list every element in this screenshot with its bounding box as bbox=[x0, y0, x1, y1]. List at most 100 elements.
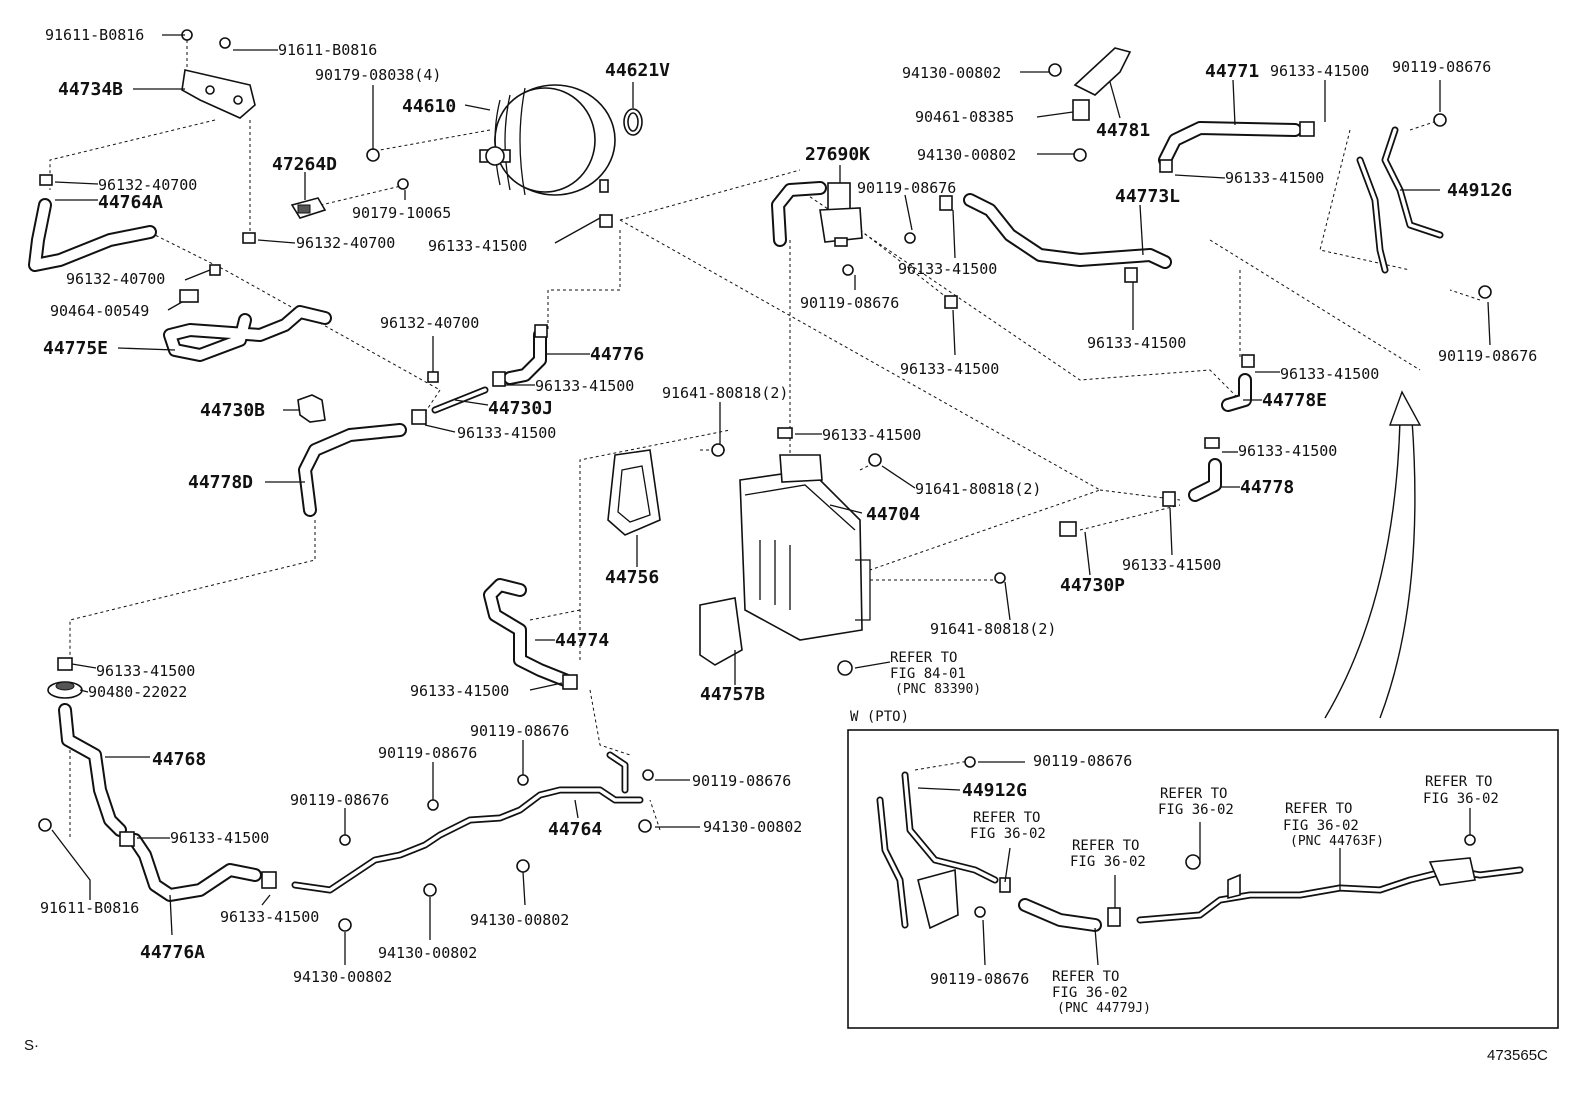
label-91641-80818: 91641-80818(2) bbox=[915, 480, 1041, 498]
label-44730b: 44730B bbox=[200, 400, 265, 421]
label-44776: 44776 bbox=[590, 344, 644, 365]
label-44778: 44778 bbox=[1240, 477, 1294, 498]
label-94130-00802: 94130-00802 bbox=[470, 911, 569, 929]
label-44756: 44756 bbox=[605, 567, 659, 588]
label-96133-41500: 96133-41500 bbox=[535, 377, 634, 395]
label-refer-fig: FIG 36-02 bbox=[1158, 802, 1234, 818]
inset-frame bbox=[847, 729, 1559, 1029]
label-90464-00549: 90464-00549 bbox=[50, 302, 149, 320]
label-96133-41500: 96133-41500 bbox=[96, 662, 195, 680]
label-96133-41500: 96133-41500 bbox=[822, 426, 921, 444]
bracket-44734b bbox=[181, 69, 256, 119]
clip-47264d bbox=[290, 197, 327, 219]
label-44778e: 44778E bbox=[1262, 390, 1327, 411]
label-96132-40700: 96132-40700 bbox=[98, 176, 197, 194]
label-refer-to: REFER TO bbox=[890, 650, 957, 666]
figure-code: 473565C bbox=[1487, 1047, 1548, 1064]
label-96133-41500: 96133-41500 bbox=[220, 908, 319, 926]
label-47264d: 47264D bbox=[272, 154, 337, 175]
part-44730b bbox=[297, 394, 326, 423]
footer-mark: S· bbox=[24, 1037, 39, 1054]
label-44734b: 44734B bbox=[58, 79, 123, 100]
gasket bbox=[623, 108, 643, 136]
label-94130-00802: 94130-00802 bbox=[917, 146, 1016, 164]
vsv-valve bbox=[819, 182, 863, 247]
bracket-44781 bbox=[1072, 47, 1132, 121]
label-refer-fig: FIG 36-02 bbox=[1052, 985, 1128, 1001]
label-91641-80818: 91641-80818(2) bbox=[930, 620, 1056, 638]
label-96133-41500: 96133-41500 bbox=[170, 829, 269, 847]
clamps-and-bolts bbox=[38, 29, 1492, 932]
label-94130-00802: 94130-00802 bbox=[293, 968, 392, 986]
label-96133-41500: 96133-41500 bbox=[898, 260, 997, 278]
inset-bracket bbox=[917, 857, 1476, 930]
label-44778d: 44778D bbox=[188, 472, 253, 493]
label-90119-08676: 90119-08676 bbox=[692, 772, 791, 790]
label-refer-to: REFER TO bbox=[1052, 969, 1119, 985]
label-refer-fig: FIG 36-02 bbox=[970, 826, 1046, 842]
label-90179-10065: 90179-10065 bbox=[352, 204, 451, 222]
vacuum-tank bbox=[739, 454, 871, 641]
label-90461-08385: 90461-08385 bbox=[915, 108, 1014, 126]
label-91611-b0816: 91611-B0816 bbox=[40, 899, 139, 917]
label-refer-pnc: (PNC 44779J) bbox=[1057, 1001, 1151, 1016]
label-90119-08676: 90119-08676 bbox=[930, 970, 1029, 988]
label-44757b: 44757B bbox=[700, 684, 765, 705]
label-44781: 44781 bbox=[1096, 120, 1150, 141]
label-refer-to: REFER TO bbox=[973, 810, 1040, 826]
label-44771: 44771 bbox=[1205, 61, 1259, 82]
label-44775e: 44775E bbox=[43, 338, 108, 359]
label-44764a: 44764A bbox=[98, 192, 163, 213]
assembly-dashed-lines bbox=[49, 40, 1481, 840]
label-44774: 44774 bbox=[555, 630, 609, 651]
label-90119-08676: 90119-08676 bbox=[1033, 752, 1132, 770]
label-44768: 44768 bbox=[152, 749, 206, 770]
leader-lines bbox=[51, 34, 1491, 966]
label-90480-22022: 90480-22022 bbox=[88, 683, 187, 701]
label-44776a: 44776A bbox=[140, 942, 205, 963]
label-44730p: 44730P bbox=[1060, 575, 1125, 596]
label-refer-to: REFER TO bbox=[1285, 801, 1352, 817]
label-91641-80818: 91641-80818(2) bbox=[662, 384, 788, 402]
label-96133-41500: 96133-41500 bbox=[1270, 62, 1369, 80]
label-refer-fig: FIG 84-01 bbox=[890, 666, 966, 682]
label-96132-40700: 96132-40700 bbox=[380, 314, 479, 332]
label-44621v: 44621V bbox=[605, 60, 670, 81]
label-96132-40700: 96132-40700 bbox=[66, 270, 165, 288]
brake-booster bbox=[479, 84, 616, 196]
label-90119-08676: 90119-08676 bbox=[857, 179, 956, 197]
label-90119-08676: 90119-08676 bbox=[290, 791, 389, 809]
inset-title: W (PTO) bbox=[850, 709, 909, 725]
label-44730j: 44730J bbox=[488, 398, 553, 419]
label-90119-08676: 90119-08676 bbox=[1392, 58, 1491, 76]
label-27690k: 27690K bbox=[805, 144, 870, 165]
label-96133-41500: 96133-41500 bbox=[1087, 334, 1186, 352]
label-96133-41500: 96133-41500 bbox=[1238, 442, 1337, 460]
label-refer-to: REFER TO bbox=[1072, 838, 1139, 854]
part-labels: 91611-B0816 91611-B0816 44734B 90179-080… bbox=[24, 26, 1548, 1064]
label-96133-41500: 96133-41500 bbox=[428, 237, 527, 255]
label-96133-41500: 96133-41500 bbox=[1122, 556, 1221, 574]
label-96133-41500: 96133-41500 bbox=[1225, 169, 1324, 187]
label-refer-fig: FIG 36-02 bbox=[1283, 818, 1359, 834]
label-90119-08676: 90119-08676 bbox=[470, 722, 569, 740]
label-94130-00802: 94130-00802 bbox=[703, 818, 802, 836]
label-44912g: 44912G bbox=[962, 780, 1027, 801]
label-96133-41500: 96133-41500 bbox=[410, 682, 509, 700]
label-44764: 44764 bbox=[548, 819, 602, 840]
label-94130-00802: 94130-00802 bbox=[378, 944, 477, 962]
grommet-90480 bbox=[47, 681, 83, 699]
label-44912g: 44912G bbox=[1447, 180, 1512, 201]
label-91611-b0816: 91611-B0816 bbox=[278, 41, 377, 59]
label-44610: 44610 bbox=[402, 96, 456, 117]
label-90119-08676: 90119-08676 bbox=[800, 294, 899, 312]
label-refer-pnc: (PNC 44763F) bbox=[1290, 834, 1384, 849]
label-90119-08676: 90119-08676 bbox=[378, 744, 477, 762]
label-96132-40700: 96132-40700 bbox=[296, 234, 395, 252]
label-refer-to: REFER TO bbox=[1160, 786, 1227, 802]
label-96133-41500: 96133-41500 bbox=[1280, 365, 1379, 383]
label-refer-fig: FIG 36-02 bbox=[1070, 854, 1146, 870]
inset-pointer-arrow bbox=[1324, 390, 1422, 719]
label-96133-41500: 96133-41500 bbox=[900, 360, 999, 378]
